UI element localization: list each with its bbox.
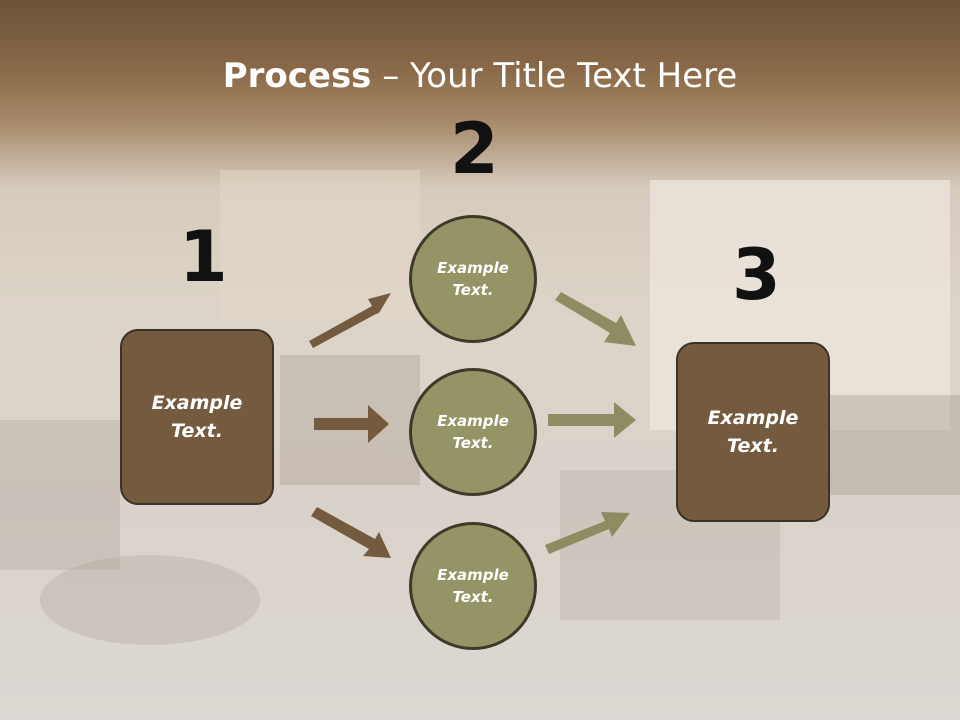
step-number-2: 2 xyxy=(450,108,499,190)
arrow-bottom-to-3 xyxy=(545,512,630,554)
arrow-top-to-3 xyxy=(555,292,636,346)
title-rest: – Your Title Text Here xyxy=(371,56,738,96)
step-2-circle-middle: Example Text. xyxy=(409,368,537,496)
slide-title: Process – Your Title Text Here xyxy=(0,56,960,96)
step-number-3: 3 xyxy=(732,234,781,316)
step-2-circle-top: Example Text. xyxy=(409,215,537,343)
arrow-1-to-middle xyxy=(314,405,389,443)
arrow-1-to-top xyxy=(309,293,391,348)
step-3-box: Example Text. xyxy=(676,342,830,522)
step-2-circle-bottom: Example Text. xyxy=(409,522,537,650)
arrow-1-to-bottom xyxy=(311,507,391,558)
title-bold: Process xyxy=(222,56,372,96)
arrow-middle-to-3 xyxy=(548,402,636,438)
step-1-box: Example Text. xyxy=(120,329,274,505)
step-number-1: 1 xyxy=(179,216,228,298)
